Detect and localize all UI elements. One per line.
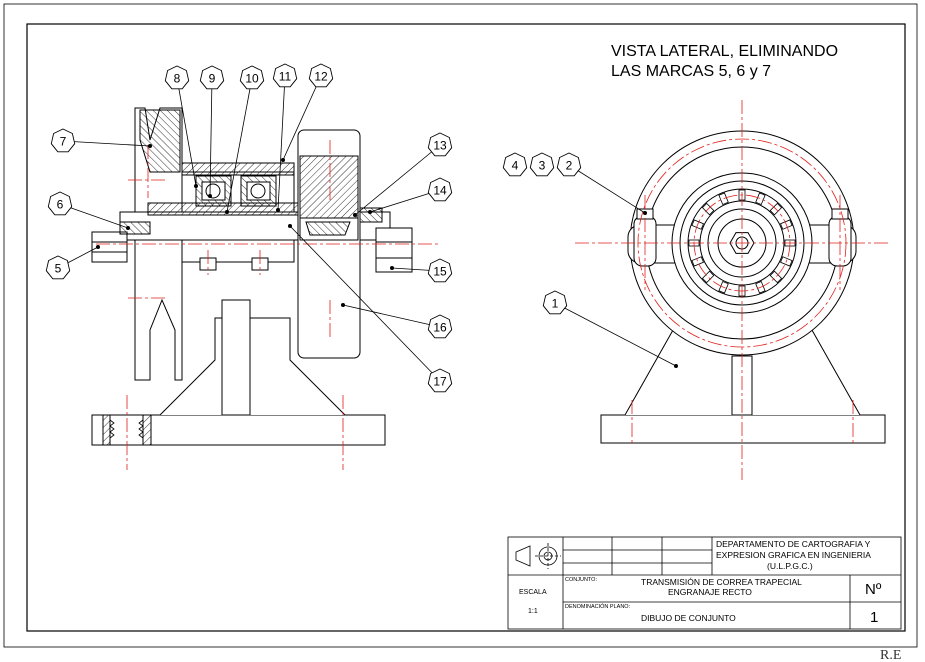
leader-dot — [276, 208, 280, 212]
bearing-right — [240, 175, 277, 207]
department-line3: (U.L.P.G.C.) — [767, 561, 813, 571]
balloon-label: 17 — [433, 375, 447, 389]
support-rib — [221, 299, 251, 416]
balloon-3 — [529, 152, 555, 177]
balloon-label: 15 — [433, 265, 447, 279]
balloon-label: 9 — [209, 72, 216, 86]
leader-line — [277, 75, 286, 211]
balloon-16 — [427, 314, 453, 339]
inner-border — [26, 23, 906, 632]
leader-dot — [390, 266, 394, 270]
leader-dot — [148, 144, 152, 148]
department-line2: EXPRESION GRAFICA EN INGENIERIA — [716, 550, 871, 560]
balloon-label: 1 — [552, 297, 559, 311]
balloon-label: 10 — [245, 72, 259, 86]
balloon-9 — [199, 65, 225, 90]
balloon-2 — [556, 152, 582, 177]
balloon-label: 12 — [314, 70, 328, 84]
leader-dot — [368, 210, 372, 214]
bearing-roller — [780, 256, 793, 267]
title-block — [507, 536, 902, 630]
bearing-left — [195, 175, 232, 207]
balloon-label: 8 — [174, 72, 181, 86]
balloon-13 — [427, 132, 453, 157]
balloon-17 — [427, 368, 453, 393]
balloon-label: 14 — [433, 184, 447, 198]
plan-label: DENOMINACIÓN PLANO: — [565, 603, 631, 610]
leader-dot — [208, 194, 212, 198]
balloon-label: 13 — [433, 139, 447, 153]
balloon-label: 2 — [566, 159, 573, 173]
balloon-label: 5 — [55, 262, 62, 276]
balloon-7 — [50, 128, 76, 153]
balloon-label: 7 — [60, 135, 67, 149]
left-nut — [91, 221, 151, 263]
right-nut — [359, 207, 413, 273]
outer-border — [3, 3, 918, 648]
balloon-label: 3 — [539, 159, 546, 173]
leader-line — [342, 304, 441, 328]
section-view — [91, 107, 413, 446]
leader-dot — [353, 213, 357, 217]
view-title-line1: VISTA LATERAL, ELIMINANDO — [611, 43, 838, 60]
leader-line — [354, 144, 441, 216]
leader-line — [209, 77, 213, 197]
department-line1: DEPARTAMENTO DE CARTOGRAFIA Y — [716, 539, 871, 549]
leader-line — [554, 302, 677, 367]
balloon-5 — [45, 255, 71, 280]
balloon-8 — [164, 65, 190, 90]
support-body — [159, 317, 346, 416]
balloon-label: 16 — [433, 321, 447, 335]
leader-dot — [643, 211, 647, 215]
leader-line — [226, 77, 253, 213]
leader-line — [176, 77, 197, 187]
signature: R.E — [880, 648, 901, 662]
balloon-14 — [427, 177, 453, 202]
assembly-line1: TRANSMISIÓN DE CORREA TRAPECIAL — [641, 577, 802, 587]
balloon-label: 4 — [512, 159, 519, 173]
leader-dot — [194, 184, 198, 188]
balloon-6 — [47, 191, 73, 216]
leader-line — [62, 140, 151, 147]
balloons: 7 6 5 8 9 10 11 12 13 14 15 16 17 4 3 2 1 — [45, 63, 678, 393]
balloon-12 — [308, 63, 334, 88]
leader-line — [289, 225, 441, 382]
drawing-number-label: Nº — [865, 581, 882, 598]
balloon-10 — [239, 65, 265, 90]
balloon-label: 11 — [279, 70, 292, 84]
leader-dot — [674, 364, 678, 368]
plan-name: DIBUJO DE CONJUNTO — [641, 613, 736, 623]
leader-dot — [96, 245, 100, 249]
leader-dot — [281, 158, 285, 162]
leader-dot — [126, 226, 130, 230]
view-title-line2: LAS MARCAS 5, 6 y 7 — [611, 63, 771, 80]
side-view-centerlines — [575, 100, 890, 480]
assembly-label: CONJUNTO: — [565, 577, 597, 583]
balloon-label: 6 — [57, 198, 64, 212]
balloon-11 — [272, 63, 298, 88]
leader-line — [282, 75, 322, 161]
leader-dot — [288, 224, 292, 228]
section-view-centerlines — [96, 140, 440, 470]
scale-label: ESCALA — [519, 589, 547, 596]
leader-line — [369, 189, 441, 213]
side-view — [600, 130, 886, 444]
leader-dot — [225, 210, 229, 214]
leader-dot — [341, 303, 345, 307]
balloon-15 — [427, 258, 453, 283]
side-base-plate — [600, 414, 886, 444]
leader-line — [568, 164, 646, 214]
leader-line — [59, 203, 129, 229]
balloon-1 — [542, 290, 568, 315]
assembly-line2: ENGRANAJE RECTO — [668, 587, 752, 597]
projection-symbol-icon — [515, 543, 561, 569]
drawing-number: 1 — [870, 609, 878, 626]
scale-value: 1:1 — [528, 608, 538, 615]
balloon-4 — [502, 152, 528, 177]
